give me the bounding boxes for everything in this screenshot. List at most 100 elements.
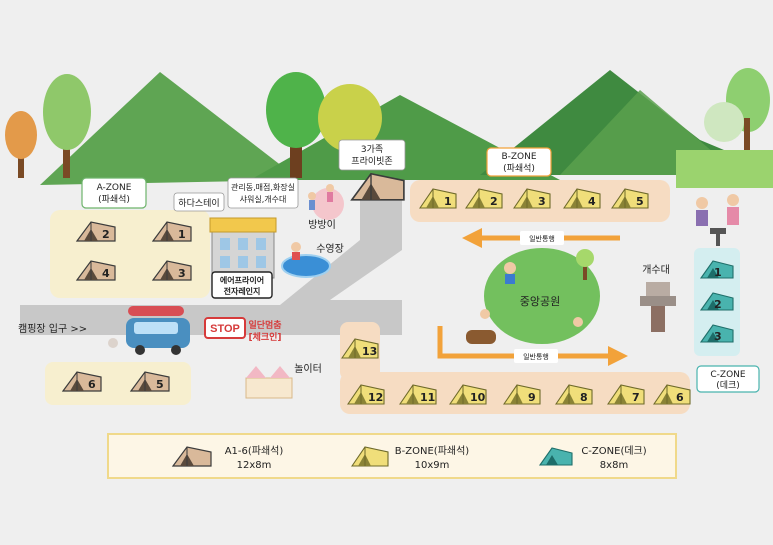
stop-text-line2: [체크인] <box>248 331 281 343</box>
zone-a: A-ZONE (파쇄석) 2 1 4 3 6 5 <box>45 177 210 405</box>
stop-text-line1: 일단멈춤 <box>248 319 281 331</box>
traffic-arrow-bottom: 일반통행 <box>437 326 628 366</box>
site-b-10[interactable]: 10 <box>449 384 487 405</box>
zone-a-label: A-ZONE (파쇄석) <box>81 177 147 209</box>
tree-green-left <box>43 74 91 178</box>
tree-right <box>704 68 770 158</box>
central-park: 중앙공원 <box>466 248 600 344</box>
road-main <box>20 200 440 335</box>
site-b-13[interactable]: 13 <box>341 338 379 359</box>
legend-b-size: 10x9m <box>415 460 450 471</box>
site-b-3[interactable]: 3 <box>513 188 551 209</box>
site-b-7[interactable]: 7 <box>607 384 645 405</box>
legend-c-name: C-ZONE(데크) <box>581 445 646 457</box>
site-c-2[interactable]: 2 <box>700 292 734 311</box>
svg-text:3: 3 <box>714 330 722 343</box>
zone-b: B-ZONE (파쇄석) 1 2 3 4 5 13 12 11 10 9 8 7… <box>340 147 691 414</box>
svg-text:전자레인지: 전자레인지 <box>224 286 261 296</box>
management-building[interactable] <box>209 217 277 279</box>
legend-a-size: 12x8m <box>237 460 272 471</box>
svg-text:에어프라이어: 에어프라이어 <box>220 275 264 285</box>
svg-text:2: 2 <box>490 195 498 208</box>
site-b-8[interactable]: 8 <box>555 384 593 405</box>
svg-text:10: 10 <box>470 391 486 404</box>
sink-facility: 개수대 <box>640 264 676 332</box>
svg-text:1: 1 <box>714 266 722 279</box>
tree-left <box>5 111 37 178</box>
svg-text:13: 13 <box>362 345 377 358</box>
site-a-6[interactable]: 6 <box>62 371 102 392</box>
playground-label: 놀이터 <box>294 363 322 375</box>
svg-text:5: 5 <box>156 378 164 391</box>
site-b-5[interactable]: 5 <box>611 188 649 209</box>
svg-text:샤워실,개수대: 샤워실,개수대 <box>240 194 287 204</box>
legend-item-c: C-ZONE(데크) 8x8m <box>539 445 647 471</box>
site-c-1[interactable]: 1 <box>700 260 734 279</box>
pool-area: 수영장 <box>281 242 344 278</box>
zone-b-title: B-ZONE <box>501 152 536 162</box>
traffic-arrow-top: 일반통행 <box>462 228 620 248</box>
stop-sign: STOP 일단멈춤 [체크인] <box>204 317 282 343</box>
site-a-2[interactable]: 2 <box>76 221 116 242</box>
site-a-5[interactable]: 5 <box>130 371 170 392</box>
site-a-3[interactable]: 3 <box>152 260 192 281</box>
entrance-label: 캠핑장 입구 >> <box>18 322 87 335</box>
site-a-4[interactable]: 4 <box>76 260 116 281</box>
svg-text:6: 6 <box>676 391 684 404</box>
tree-center <box>266 72 382 178</box>
svg-text:3: 3 <box>178 267 186 280</box>
zone-c-title: C-ZONE <box>710 370 746 380</box>
zone-c: 1 2 3 C-ZONE (데크) <box>694 194 760 393</box>
svg-text:8: 8 <box>580 391 588 404</box>
svg-text:2: 2 <box>102 228 110 241</box>
stop-sign-text: STOP <box>210 323 240 335</box>
svg-text:6: 6 <box>88 378 96 391</box>
site-a-1[interactable]: 1 <box>152 221 192 242</box>
svg-text:11: 11 <box>420 391 435 404</box>
svg-text:1: 1 <box>444 195 452 208</box>
svg-text:하다스테이: 하다스테이 <box>178 198 219 209</box>
grass-right <box>676 150 773 188</box>
zone-a-area <box>50 210 210 298</box>
site-b-9[interactable]: 9 <box>503 384 541 405</box>
trampoline-label: 방방이 <box>308 219 336 231</box>
legend-a-name: A1-6(파쇄석) <box>225 445 284 457</box>
svg-text:7: 7 <box>632 391 640 404</box>
trampoline-area: 방방이 <box>308 184 344 231</box>
svg-text:관리동,매점,화장실: 관리동,매점,화장실 <box>231 182 295 192</box>
svg-text:9: 9 <box>528 391 536 404</box>
legend-item-a: A1-6(파쇄석) 12x8m <box>172 445 284 471</box>
airfryer-label: 에어프라이어 전자레인지 <box>211 271 273 299</box>
zone-c-subtitle: (데크) <box>716 380 740 391</box>
zone-b-label: B-ZONE (파쇄석) <box>486 147 552 177</box>
svg-text:2: 2 <box>714 298 722 311</box>
traffic-label-top: 일반통행 <box>529 234 555 243</box>
park-label: 중앙공원 <box>520 295 560 308</box>
car-entrance <box>108 306 190 355</box>
site-b-6[interactable]: 6 <box>653 384 691 405</box>
mountain-mid <box>250 95 560 180</box>
management-label: 관리동,매점,화장실 샤워실,개수대 <box>227 177 299 209</box>
hadastay-label: 하다스테이 <box>173 192 225 212</box>
legend: A1-6(파쇄석) 12x8m B-ZONE(파쇄석) 10x9m C-ZONE… <box>107 433 677 479</box>
site-b-1[interactable]: 1 <box>419 188 457 209</box>
svg-text:5: 5 <box>636 195 644 208</box>
site-b-12[interactable]: 12 <box>347 384 385 405</box>
zone-c-label: C-ZONE (데크) <box>696 365 760 393</box>
site-b-11[interactable]: 11 <box>399 384 437 405</box>
svg-text:4: 4 <box>102 267 110 280</box>
legend-b-name: B-ZONE(파쇄석) <box>395 445 469 457</box>
zone-a-subtitle: (파쇄석) <box>98 194 130 205</box>
site-b-2[interactable]: 2 <box>465 188 503 209</box>
family-zone-line2: 프라이빗존 <box>351 156 392 167</box>
zone-b-subtitle: (파쇄석) <box>503 163 535 174</box>
svg-text:1: 1 <box>178 228 186 241</box>
site-b-4[interactable]: 4 <box>563 188 601 209</box>
legend-item-b: B-ZONE(파쇄석) 10x9m <box>351 445 469 471</box>
site-c-3[interactable]: 3 <box>700 324 734 343</box>
family-zone[interactable]: 3가족 프라이빗존 <box>338 139 406 201</box>
mountain-left <box>40 72 300 185</box>
svg-text:12: 12 <box>368 391 383 404</box>
scenery <box>5 68 773 188</box>
